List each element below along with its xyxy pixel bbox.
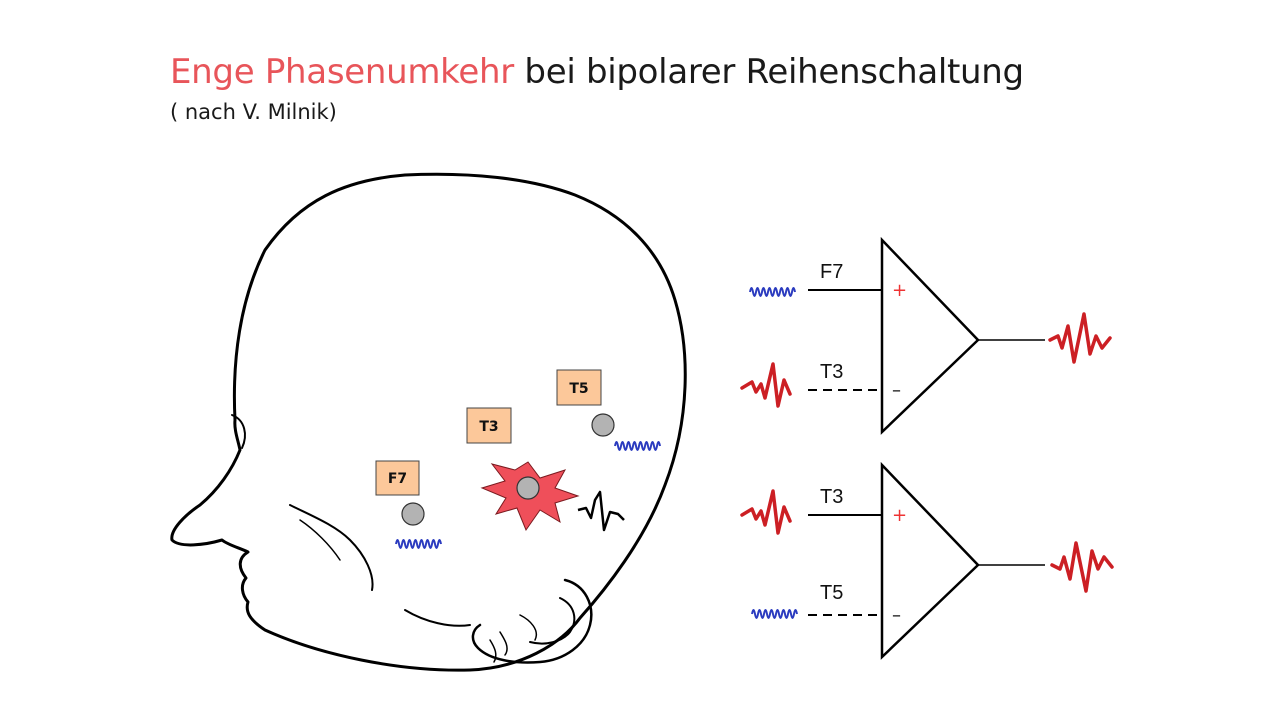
electrode-label-t3: T3 [466,407,512,444]
electrode-t5-dot [591,413,615,437]
head-outline [170,172,687,672]
amp-bottom-input-t3-wave [740,489,792,535]
amp-bottom-input-t5-wave [751,609,798,619]
title-highlight: Enge Phasenumkehr [170,52,514,92]
amp-bottom-minus-sign: – [892,605,901,626]
amp-top-minus-sign: – [892,380,901,401]
electrode-t5-text: T5 [569,381,588,397]
electrode-t3-dot [516,476,540,500]
electrode-f7-text: F7 [388,471,407,487]
electrode-label-t5: T5 [556,369,602,406]
amp-bottom-input-minus-label: T5 [820,582,843,604]
amp-top-plus-sign: + [892,280,907,301]
slide-title: Enge Phasenumkehr bei bipolarer Reihensc… [170,52,1024,92]
amplifier-bottom: T3 T5 + – [808,461,1045,660]
t5-normal-wave [614,441,661,451]
electrode-label-f7: F7 [375,460,420,496]
amp-bottom-plus-sign: + [892,505,907,526]
amplifier-top: F7 T3 + – [808,236,1045,435]
electrode-f7-dot [401,502,425,526]
amp-top-input-t3-wave [740,362,792,408]
electrode-t3-text: T3 [479,419,498,435]
amp-bottom-output-wave [1050,541,1114,593]
t3-spike-wave [577,490,625,532]
amp-top-input-f7-wave [749,287,796,297]
amp-top-output-wave [1048,312,1112,364]
title-rest: bei bipolarer Reihenschaltung [513,52,1024,92]
amp-top-input-minus-label: T3 [820,361,843,383]
slide-subtitle: ( nach V. Milnik) [170,100,337,124]
f7-normal-wave [395,539,442,549]
amp-bottom-input-plus-label: T3 [820,486,843,508]
amp-top-input-plus-label: F7 [820,261,843,283]
